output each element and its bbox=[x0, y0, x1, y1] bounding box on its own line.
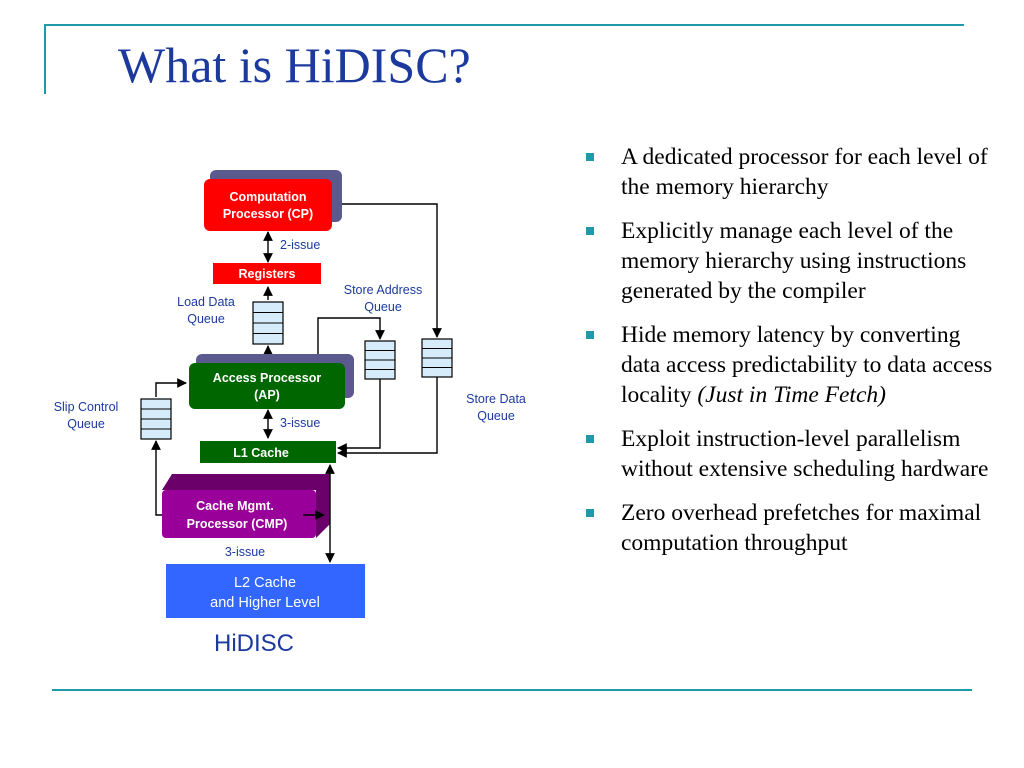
bullet-text: A dedicated processor for each level of … bbox=[621, 144, 988, 200]
store-address-queue-to-l1-arrow bbox=[337, 379, 381, 453]
diagram-caption: HiDISC bbox=[214, 630, 294, 657]
bullet-list: A dedicated processor for each level of … bbox=[586, 142, 996, 572]
square-bullet-icon bbox=[586, 153, 594, 161]
l2-cache-block bbox=[166, 564, 365, 618]
registers-block bbox=[213, 263, 321, 284]
slip-queue-label-line1: Slip Control bbox=[54, 400, 119, 414]
bullet-item: Exploit instruction-level parallelism wi… bbox=[586, 424, 996, 484]
ap-label-line2: (AP) bbox=[254, 388, 280, 402]
bullet-text: Explicitly manage each level of the memo… bbox=[621, 218, 967, 304]
cp-issue-label: 2-issue bbox=[280, 238, 320, 252]
square-bullet-icon bbox=[586, 435, 594, 443]
slide-title: What is HiDISC? bbox=[118, 37, 471, 93]
slip-queue-label-line2: Queue bbox=[67, 417, 105, 431]
cp-label-line2: Processor (CP) bbox=[223, 207, 313, 221]
ap-to-store-address-queue-arrow bbox=[317, 317, 385, 362]
ap-issue-label: 3-issue bbox=[280, 416, 320, 430]
store-data-queue-to-l1-arrow bbox=[337, 377, 438, 458]
square-bullet-icon bbox=[586, 509, 594, 517]
square-bullet-icon bbox=[586, 227, 594, 235]
cmp-label-line2: Processor (CMP) bbox=[187, 517, 288, 531]
store-data-queue-label-line1: Store Data bbox=[466, 392, 526, 406]
square-bullet-icon bbox=[586, 331, 594, 339]
bottom-rule bbox=[52, 689, 972, 691]
bullet-text: Hide memory latency by converting data a… bbox=[621, 322, 993, 408]
cmp-issue-label: 3-issue bbox=[225, 545, 265, 559]
top-rule bbox=[44, 24, 964, 26]
l1-cache-label: L1 Cache bbox=[233, 446, 289, 460]
cmp-label-line1: Cache Mgmt. bbox=[196, 499, 274, 513]
l1-cache-block bbox=[200, 441, 336, 463]
load-data-queue bbox=[252, 301, 284, 345]
cmp-block bbox=[162, 490, 316, 538]
slip-control-queue bbox=[140, 398, 172, 440]
bullet-item: Hide memory latency by converting data a… bbox=[586, 320, 996, 410]
bullet-text: Exploit instruction-level parallelism wi… bbox=[621, 426, 989, 482]
bullet-emphasis: (Just in Time Fetch) bbox=[697, 382, 886, 408]
registers-label: Registers bbox=[239, 267, 296, 281]
ap-label-line1: Access Processor bbox=[213, 371, 322, 385]
store-address-queue-label-line1: Store Address bbox=[344, 283, 423, 297]
ap-block bbox=[189, 363, 345, 409]
cp-to-store-data-queue-arrow bbox=[342, 203, 442, 338]
l2-cache-label-line1: L2 Cache bbox=[234, 575, 296, 591]
cp-block bbox=[204, 179, 332, 231]
load-queue-label-line2: Queue bbox=[187, 312, 225, 326]
store-address-queue bbox=[364, 340, 396, 380]
store-data-queue bbox=[421, 338, 453, 378]
bullet-text: Zero overhead prefetches for maximal com… bbox=[621, 500, 982, 556]
bullet-item: Explicitly manage each level of the memo… bbox=[586, 216, 996, 306]
store-address-queue-label-line2: Queue bbox=[364, 300, 402, 314]
cp-label-line1: Computation bbox=[229, 190, 306, 204]
slip-queue-to-ap-arrow bbox=[155, 378, 187, 397]
load-queue-label-line1: Load Data bbox=[177, 295, 235, 309]
l2-cache-label-line2: and Higher Level bbox=[210, 595, 320, 611]
bullet-item: Zero overhead prefetches for maximal com… bbox=[586, 498, 996, 558]
store-data-queue-label-line2: Queue bbox=[477, 409, 515, 423]
bullet-item: A dedicated processor for each level of … bbox=[586, 142, 996, 202]
left-rule bbox=[44, 24, 46, 94]
